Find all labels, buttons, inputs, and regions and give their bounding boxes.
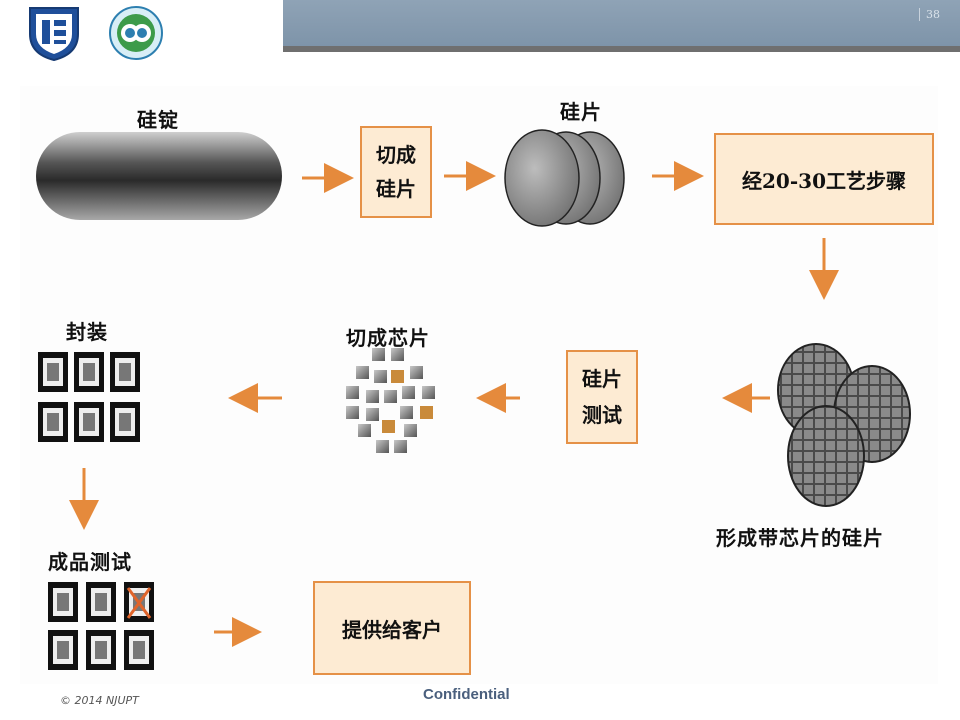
university-crest-logo bbox=[29, 7, 79, 62]
packaging-label: 封装 bbox=[66, 320, 108, 344]
patterned-wafer-3 bbox=[787, 405, 865, 507]
silicon-ingot-shape bbox=[36, 132, 282, 220]
wafer-label: 硅片 bbox=[560, 100, 602, 124]
process-steps-box: 经20-30工艺步骤 bbox=[714, 133, 934, 225]
header-underline bbox=[283, 46, 960, 52]
dicing-label: 切成芯片 bbox=[346, 326, 430, 350]
cut-wafer-box-line2: 硅片 bbox=[376, 177, 416, 201]
header-bar: 38 bbox=[283, 0, 960, 52]
cut-wafer-box-line1: 切成 bbox=[376, 143, 416, 167]
ingot-label: 硅锭 bbox=[137, 108, 179, 132]
confidential-text: Confidential bbox=[423, 686, 510, 703]
reject-x-icon bbox=[126, 587, 152, 619]
copyright-text: © 2014 NJUPT bbox=[60, 694, 139, 707]
deliver-customer-box: 提供给客户 bbox=[313, 581, 471, 675]
school-round-logo bbox=[109, 6, 163, 60]
wafer-test-box-line1: 硅片 bbox=[582, 367, 622, 391]
wafer-disc-1 bbox=[504, 129, 580, 227]
page-number: 38 bbox=[919, 8, 940, 21]
deliver-customer-text: 提供给客户 bbox=[342, 617, 442, 642]
final-test-label: 成品测试 bbox=[48, 550, 132, 574]
diced-chips-cluster bbox=[346, 348, 435, 453]
tested-chips-grid bbox=[48, 582, 154, 670]
cut-wafer-box: 切成 硅片 bbox=[360, 126, 432, 218]
packaged-chips-grid bbox=[38, 352, 140, 442]
patterned-wafer-label: 形成带芯片的硅片 bbox=[716, 526, 884, 550]
wafer-test-box-line2: 测试 bbox=[582, 403, 622, 427]
wafer-test-box: 硅片 测试 bbox=[566, 350, 638, 444]
process-steps-text: 经20-30工艺步骤 bbox=[742, 168, 906, 193]
